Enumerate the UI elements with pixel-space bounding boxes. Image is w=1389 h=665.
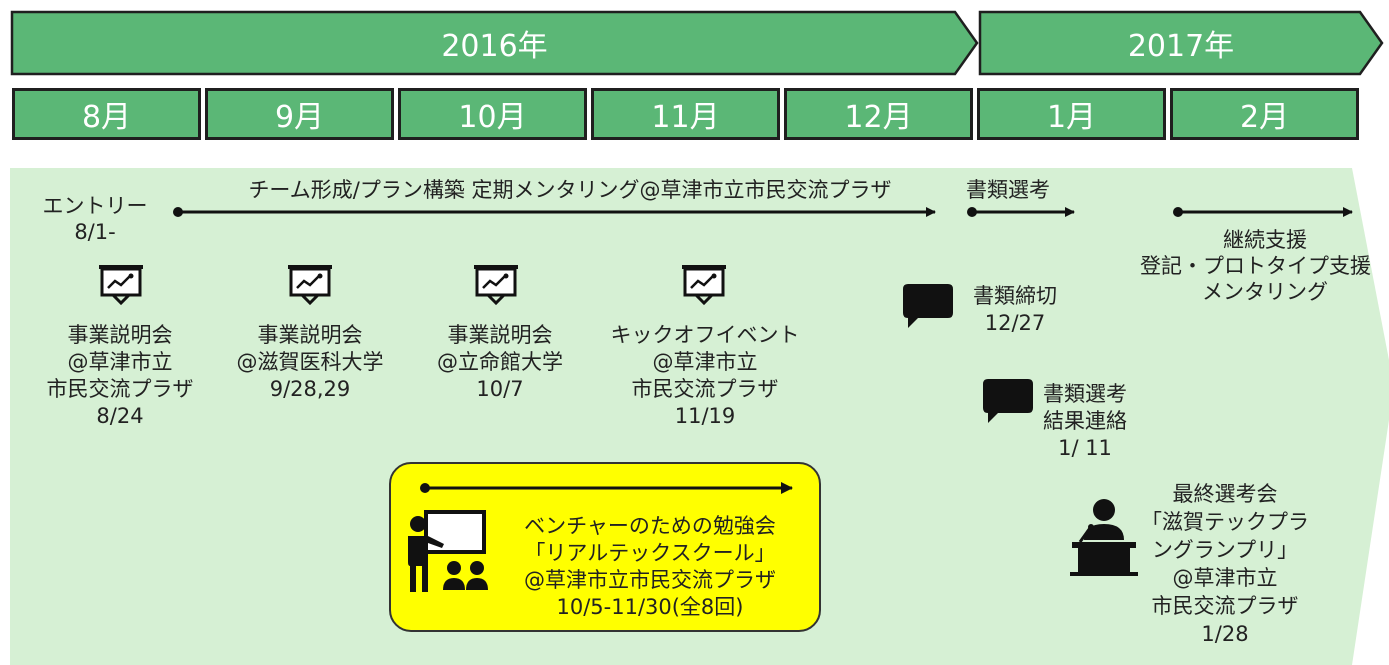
final-name-2: ングランプリ」 — [1151, 538, 1299, 562]
event-4-title: キックオフイベント — [610, 323, 800, 347]
presentation-board-icon — [288, 265, 332, 306]
event-4-date: 11/19 — [674, 404, 736, 428]
month-sep: 9月 — [205, 88, 394, 140]
year-2017-arrow — [978, 10, 1384, 76]
school-line-1: ベンチャーのための勉強会 — [524, 514, 776, 538]
year-2016-label: 2016年 — [441, 29, 548, 64]
speech-bubble-icon — [983, 379, 1033, 423]
event-3-title: 事業説明会 — [447, 323, 553, 347]
entry-arrow — [173, 207, 936, 217]
final-venue-1: @草津市立 — [1172, 566, 1278, 590]
year-2017-label: 2017年 — [1127, 29, 1235, 64]
entry-date: 8/1- — [74, 220, 116, 244]
event-4-venue-1: @草津市立 — [652, 350, 758, 374]
event-3-venue-1: @立命館大学 — [437, 350, 563, 374]
speech-bubble-icon — [903, 284, 953, 328]
final-date: 1/28 — [1201, 622, 1249, 646]
support-detail-label: 登記・プロトタイプ支援 — [1140, 254, 1371, 278]
month-nov: 11月 — [591, 88, 780, 140]
month-feb: 2月 — [1170, 88, 1359, 140]
year-2016-arrow — [10, 10, 979, 76]
school-line-4: 10/5-11/30(全8回) — [556, 595, 744, 619]
presentation-board-icon — [474, 265, 518, 306]
final-venue-2: 市民交流プラザ — [1151, 594, 1299, 618]
event-1-venue-1: @草津市立 — [67, 350, 173, 374]
continued-support-label: 継続支援 — [1223, 228, 1307, 252]
event-1-date: 8/24 — [96, 404, 144, 428]
final-title: 最終選考会 — [1172, 482, 1278, 506]
screening-arrow — [967, 207, 1075, 217]
presentation-board-icon — [682, 265, 726, 306]
team-building-label: チーム形成/プラン構築 定期メンタリング@草津市立市民交流プラザ — [248, 178, 892, 202]
deadline-title: 書類締切 — [973, 284, 1057, 308]
year-banner — [10, 10, 1384, 76]
event-2-title: 事業説明会 — [257, 323, 363, 347]
month-oct: 10月 — [398, 88, 587, 140]
final-name-1: 「滋賀テックプラ — [1141, 510, 1309, 534]
event-2-date: 9/28,29 — [269, 377, 351, 401]
event-1-venue-2: 市民交流プラザ — [46, 377, 194, 401]
month-jan: 1月 — [977, 88, 1166, 140]
event-2-venue-1: @滋賀医科大学 — [236, 350, 384, 374]
month-aug: 8月 — [12, 88, 201, 140]
entry-label: エントリー — [42, 194, 148, 218]
screening-label: 書類選考 — [966, 178, 1050, 202]
school-arrow — [420, 482, 793, 494]
speaker-podium-icon — [1070, 499, 1138, 576]
result-notice-date: 1/ 11 — [1058, 436, 1112, 460]
school-line-3: @草津市立市民交流プラザ — [524, 568, 776, 592]
event-4-venue-2: 市民交流プラザ — [631, 377, 779, 401]
support-arrow — [1173, 207, 1353, 217]
event-1-title: 事業説明会 — [67, 323, 173, 347]
result-notice-line-1: 書類選考 — [1043, 382, 1127, 406]
timeline-background — [10, 168, 1389, 665]
result-notice-line-2: 結果連絡 — [1043, 409, 1127, 433]
event-3-date: 10/7 — [476, 377, 524, 401]
school-line-2: 「リアルテックスクール」 — [524, 541, 776, 565]
presentation-board-icon — [99, 265, 143, 306]
deadline-date: 12/27 — [984, 311, 1046, 335]
month-dec: 12月 — [784, 88, 973, 140]
mentoring-label: メンタリング — [1202, 280, 1328, 304]
teacher-students-icon — [408, 510, 488, 592]
